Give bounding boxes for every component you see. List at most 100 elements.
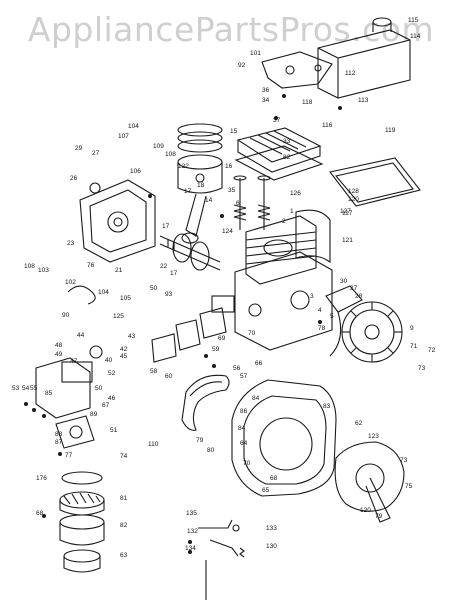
part-callout: 49 [55, 351, 63, 358]
muffler-bracket [261, 51, 333, 89]
part-callout: 112 [345, 70, 356, 77]
part-callout: 28 [355, 293, 363, 300]
part-callout: 133 [266, 525, 277, 532]
part-callout: 82 [120, 522, 128, 529]
part-callout: 132 [187, 528, 198, 535]
part-callout: 68 [270, 475, 278, 482]
part-callout: 4 [318, 307, 322, 314]
part-callout: 104 [128, 123, 139, 130]
part-callout: 76 [87, 262, 95, 269]
part-callout: 51 [110, 427, 118, 434]
part-callout: 110 [148, 441, 159, 448]
part-callout: 118 [302, 99, 313, 106]
part-callout: 125 [113, 313, 124, 320]
part-callout: 104 [98, 289, 109, 296]
part-callout: 40 [105, 357, 113, 364]
hardware-fasteners [24, 94, 342, 554]
part-callout: 78 [318, 325, 326, 332]
part-callout: 106 [130, 168, 141, 175]
cylinder-shroud [181, 374, 230, 431]
part-callout: 16 [225, 163, 233, 170]
muffler [317, 17, 411, 99]
crankshaft [159, 233, 221, 271]
part-callout: 103 [38, 267, 49, 274]
part-callout: 35 [228, 187, 236, 194]
part-callout: 83 [323, 403, 331, 410]
part-callout: 21 [115, 267, 123, 274]
breather-tube [67, 285, 96, 305]
part-callout: 34 [262, 97, 270, 104]
part-callout: 54 [22, 385, 30, 392]
part-callout: 26 [70, 175, 78, 182]
part-callout: 52 [108, 370, 116, 377]
part-callout: 88 [55, 431, 63, 438]
part-callout: 119 [385, 127, 396, 134]
part-callout: 176 [36, 475, 47, 482]
part-callout: 17 [170, 270, 178, 277]
part-callout: 36 [262, 87, 270, 94]
part-callout: 5 [330, 313, 334, 320]
part-callout: 124 [222, 228, 233, 235]
part-callout: 18 [197, 182, 205, 189]
part-callout: 86 [240, 408, 248, 415]
piston-assembly [177, 123, 223, 244]
part-callout: 22 [160, 263, 168, 270]
part-callout: 75 [405, 483, 413, 490]
part-callout: 64 [240, 440, 248, 447]
crankcase-cover [79, 179, 156, 263]
part-callout: 108 [24, 263, 35, 270]
part-callout: 37 [273, 117, 281, 124]
throttle-linkage [198, 519, 245, 600]
part-callout: 17 [184, 188, 192, 195]
air-deflector [295, 209, 331, 264]
part-callout: 14 [205, 197, 213, 204]
part-callout: 23 [67, 240, 75, 247]
carburetor [35, 345, 103, 449]
part-callout: 44 [77, 332, 85, 339]
part-callout: 77 [65, 452, 73, 459]
part-callout: 80 [207, 447, 215, 454]
part-callout: 1 [290, 208, 294, 215]
part-callout: 60 [165, 373, 173, 380]
part-callout: 79 [196, 437, 204, 444]
part-callout: 70 [248, 330, 256, 337]
part-callout: 50 [150, 285, 158, 292]
part-callout: 58 [150, 368, 158, 375]
part-callout: 71 [410, 343, 418, 350]
part-callout: 68 [36, 510, 44, 517]
part-callout: 84 [238, 425, 246, 432]
gasket-panel [329, 157, 421, 207]
part-callout: 134 [185, 545, 196, 552]
part-callout: 73 [418, 365, 426, 372]
recoil-starter [334, 441, 405, 523]
part-callout: 128 [348, 188, 359, 195]
part-callout: 46 [108, 395, 116, 402]
part-callout: 85 [45, 390, 53, 397]
engine-block [234, 215, 333, 351]
part-callout: 59 [212, 346, 220, 353]
part-callout: 121 [342, 237, 353, 244]
part-callout: 30 [340, 278, 348, 285]
part-callout: 74 [120, 453, 128, 460]
part-callout: 102 [65, 279, 76, 286]
part-callout: 130 [266, 543, 277, 550]
part-callout: 66 [255, 360, 263, 367]
part-callout: 127 [340, 208, 351, 215]
part-callout: 70 [243, 460, 251, 467]
ignition-coil [325, 285, 363, 357]
part-callout: 2 [282, 218, 286, 225]
part-callout: 72 [428, 347, 436, 354]
part-callout: 67 [102, 402, 110, 409]
part-callout: 57 [240, 373, 248, 380]
blower-housing [231, 379, 337, 497]
intake-gaskets [151, 295, 235, 363]
part-callout: 92 [238, 62, 246, 69]
part-callout: 81 [120, 495, 128, 502]
part-callout: 3 [310, 293, 314, 300]
part-callout: 114 [410, 33, 421, 40]
part-callout: 108 [165, 151, 176, 158]
part-callout: 123 [368, 433, 379, 440]
part-callout: 90 [62, 312, 70, 319]
valves [233, 175, 271, 230]
